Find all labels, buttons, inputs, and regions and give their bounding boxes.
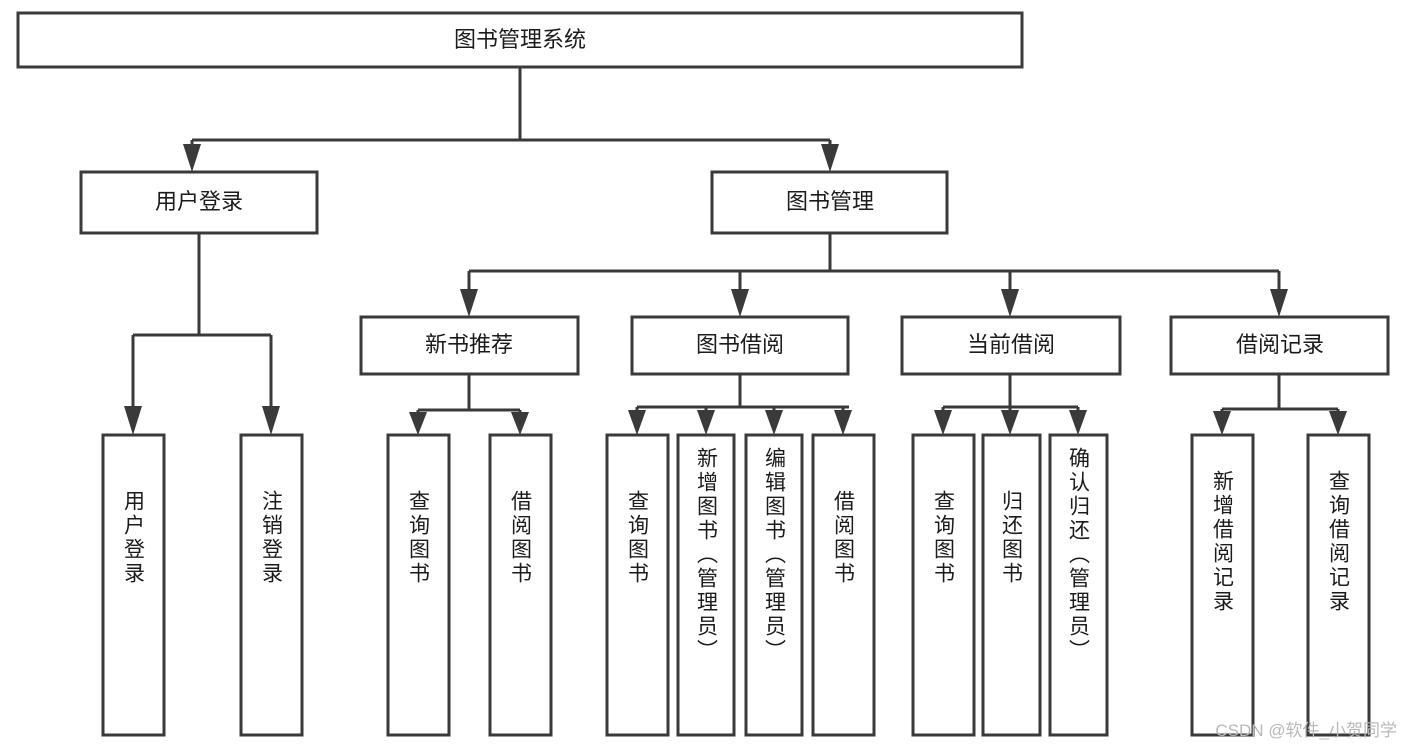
node-label-leaf-current-1: 查询图书 bbox=[932, 490, 956, 586]
node-label-records: 借阅记录 bbox=[1236, 332, 1324, 357]
connector-group-root bbox=[183, 67, 839, 172]
connector-group-login bbox=[124, 233, 280, 435]
node-label-leaf-login-1: 用户登录 bbox=[122, 490, 146, 586]
arrow-head-icon bbox=[1329, 411, 1347, 435]
node-leaf-newbook-1[interactable]: 查询图书 bbox=[386, 433, 451, 737]
node-label-leaf-login-2: 注销登录 bbox=[260, 490, 284, 586]
node-leaf-login-2[interactable]: 注销登录 bbox=[239, 433, 304, 737]
arrow-head-icon bbox=[731, 289, 749, 317]
arrow-head-icon bbox=[183, 144, 201, 172]
arrow-head-icon bbox=[262, 406, 280, 435]
node-box-leaf-borrow-1[interactable] bbox=[605, 433, 670, 737]
node-leaf-login-1[interactable]: 用户登录 bbox=[101, 433, 166, 737]
node-records[interactable]: 借阅记录 bbox=[1169, 315, 1390, 376]
arrow-head-icon bbox=[409, 412, 427, 435]
node-label-current: 当前借阅 bbox=[967, 332, 1055, 357]
node-root[interactable]: 图书管理系统 bbox=[16, 11, 1024, 69]
node-box-leaf-login-2[interactable] bbox=[239, 433, 304, 737]
arrow-head-icon bbox=[511, 412, 529, 435]
node-box-current[interactable] bbox=[900, 315, 1122, 376]
node-leaf-current-3[interactable]: 确认归还（管理员） bbox=[1048, 433, 1109, 737]
node-label-root: 图书管理系统 bbox=[454, 27, 586, 52]
arrow-head-icon bbox=[124, 406, 142, 435]
arrow-head-icon bbox=[765, 410, 783, 435]
node-box-newbook[interactable] bbox=[359, 315, 580, 376]
node-box-root[interactable] bbox=[16, 11, 1024, 69]
node-box-leaf-current-1[interactable] bbox=[911, 433, 976, 737]
arrow-head-icon bbox=[628, 410, 646, 435]
arrow-head-icon bbox=[934, 410, 952, 435]
node-label-leaf-current-2: 归还图书 bbox=[1000, 490, 1024, 586]
node-leaf-borrow-3[interactable]: 编辑图书（管理员） bbox=[744, 433, 804, 737]
arrow-head-icon bbox=[821, 144, 839, 172]
node-box-login[interactable] bbox=[79, 170, 319, 235]
node-box-leaf-login-1[interactable] bbox=[101, 433, 166, 737]
node-label-leaf-borrow-4: 借阅图书 bbox=[832, 490, 856, 586]
node-bookmgmt[interactable]: 图书管理 bbox=[710, 170, 949, 235]
arrow-head-icon bbox=[1069, 410, 1087, 435]
node-leaf-current-2[interactable]: 归还图书 bbox=[981, 433, 1042, 737]
node-leaf-records-1[interactable]: 新增借阅记录 bbox=[1190, 433, 1255, 737]
node-label-newbook: 新书推荐 bbox=[425, 332, 513, 357]
node-borrow[interactable]: 图书借阅 bbox=[630, 315, 850, 376]
arrow-head-icon bbox=[1001, 289, 1019, 317]
node-box-leaf-records-2[interactable] bbox=[1306, 433, 1371, 737]
node-label-leaf-records-2: 查询借阅记录 bbox=[1327, 470, 1351, 614]
node-box-bookmgmt[interactable] bbox=[710, 170, 949, 235]
node-label-leaf-current-3: 确认归还（管理员） bbox=[1067, 447, 1091, 663]
node-box-leaf-newbook-2[interactable] bbox=[488, 433, 553, 737]
node-label-leaf-borrow-3: 编辑图书（管理员） bbox=[763, 447, 787, 663]
arrow-head-icon bbox=[697, 410, 715, 435]
arrow-head-icon bbox=[1001, 410, 1019, 435]
connector-group-borrow bbox=[628, 374, 852, 435]
node-box-leaf-borrow-2[interactable] bbox=[676, 433, 736, 737]
csdn-watermark: CSDN @软件_小贺同学 bbox=[1215, 721, 1397, 740]
node-newbook[interactable]: 新书推荐 bbox=[359, 315, 580, 376]
node-box-leaf-newbook-1[interactable] bbox=[386, 433, 451, 737]
arrow-head-icon bbox=[1213, 411, 1231, 435]
connector-group-records bbox=[1213, 374, 1347, 435]
arrow-head-icon bbox=[834, 410, 852, 435]
node-login[interactable]: 用户登录 bbox=[79, 170, 319, 235]
node-label-leaf-borrow-2: 新增图书（管理员） bbox=[695, 447, 719, 663]
node-leaf-borrow-2[interactable]: 新增图书（管理员） bbox=[676, 433, 736, 737]
node-box-leaf-records-1[interactable] bbox=[1190, 433, 1255, 737]
connector-group-bookmgmt bbox=[460, 233, 1288, 317]
node-leaf-borrow-1[interactable]: 查询图书 bbox=[605, 433, 670, 737]
node-box-leaf-borrow-4[interactable] bbox=[811, 433, 876, 737]
node-label-bookmgmt: 图书管理 bbox=[786, 189, 874, 214]
connector-group-current bbox=[934, 374, 1087, 435]
node-label-leaf-newbook-1: 查询图书 bbox=[407, 490, 431, 586]
node-label-leaf-borrow-1: 查询图书 bbox=[626, 490, 650, 586]
node-current[interactable]: 当前借阅 bbox=[900, 315, 1122, 376]
node-box-leaf-current-2[interactable] bbox=[981, 433, 1042, 737]
connector-group-newbook bbox=[409, 374, 529, 435]
node-label-leaf-newbook-2: 借阅图书 bbox=[509, 490, 533, 586]
node-box-borrow[interactable] bbox=[630, 315, 850, 376]
arrow-head-icon bbox=[460, 289, 478, 317]
node-label-login: 用户登录 bbox=[155, 189, 243, 214]
node-label-borrow: 图书借阅 bbox=[696, 332, 784, 357]
node-box-leaf-current-3[interactable] bbox=[1048, 433, 1109, 737]
node-label-leaf-records-1: 新增借阅记录 bbox=[1211, 470, 1235, 614]
node-leaf-borrow-4[interactable]: 借阅图书 bbox=[811, 433, 876, 737]
arrow-head-icon bbox=[1270, 289, 1288, 317]
node-box-records[interactable] bbox=[1169, 315, 1390, 376]
node-leaf-current-1[interactable]: 查询图书 bbox=[911, 433, 976, 737]
node-leaf-records-2[interactable]: 查询借阅记录 bbox=[1306, 433, 1371, 737]
node-box-leaf-borrow-3[interactable] bbox=[744, 433, 804, 737]
node-leaf-newbook-2[interactable]: 借阅图书 bbox=[488, 433, 553, 737]
